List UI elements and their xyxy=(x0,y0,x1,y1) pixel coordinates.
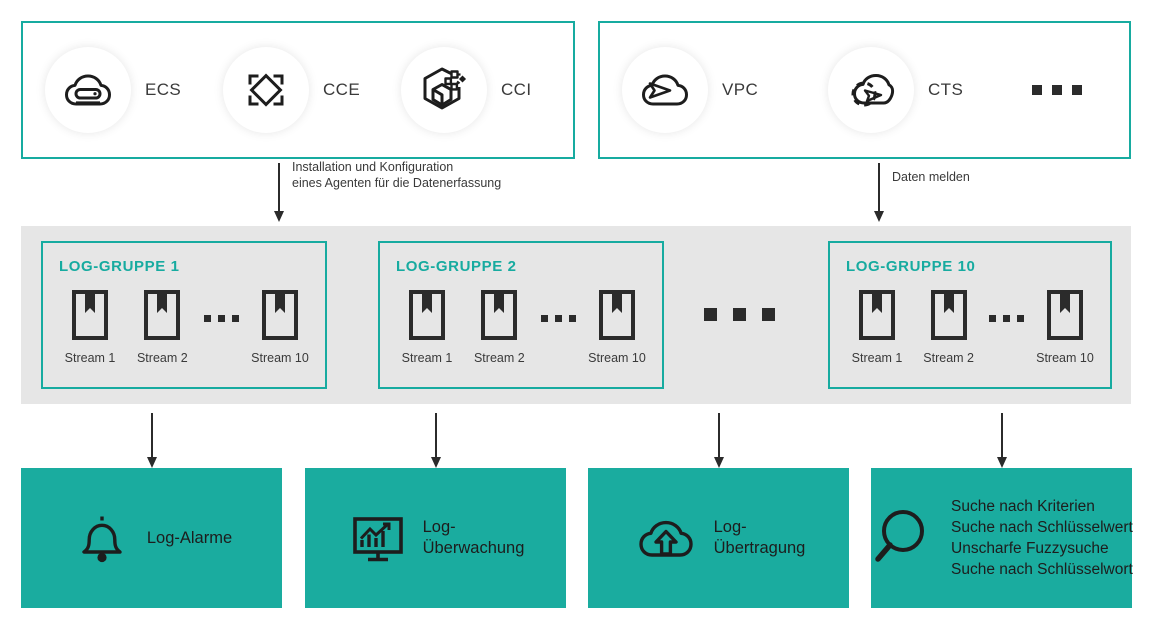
cloud-network-icon xyxy=(622,47,708,133)
log-group-10[interactable]: LOG-GRUPPE 10 Stream 1 Stream 2 xyxy=(828,241,1112,389)
feature-log-search[interactable]: Suche nach Kriterien Suche nach Schlüsse… xyxy=(871,468,1133,608)
cloud-trace-icon xyxy=(828,47,914,133)
container-engine-icon xyxy=(223,47,309,133)
log-groups-band: LOG-GRUPPE 1 Stream 1 Stream 2 xyxy=(21,226,1131,404)
feature-log-transfer[interactable]: Log- Übertragung xyxy=(588,468,849,608)
stream-ellipsis-icon xyxy=(989,289,1025,322)
search-option: Suche nach Schlüsselwort xyxy=(951,561,1133,578)
service-cce[interactable]: CCE xyxy=(223,47,360,133)
stream-item[interactable]: Stream 2 xyxy=(131,289,193,365)
log-group-2[interactable]: LOG-GRUPPE 2 Stream 1 Stream 2 xyxy=(378,241,664,389)
service-label: VPC xyxy=(722,80,759,99)
service-label: CCI xyxy=(501,80,532,99)
stream-label: Stream 10 xyxy=(1036,351,1094,365)
log-stream-icon xyxy=(72,290,108,340)
log-stream-icon xyxy=(930,290,967,340)
stream-label: Stream 1 xyxy=(851,351,903,365)
compute-services-box: ECS CCE xyxy=(21,21,575,159)
container-instance-icon xyxy=(401,47,487,133)
stream-label: Stream 10 xyxy=(251,351,309,365)
stream-item[interactable]: Stream 2 xyxy=(918,289,980,365)
service-ecs[interactable]: ECS xyxy=(45,47,181,133)
log-stream-icon xyxy=(859,290,895,340)
log-stream-icon xyxy=(598,290,635,340)
log-stream-icon xyxy=(409,290,445,340)
stream-list: Stream 1 Stream 2 Stream 10 xyxy=(846,289,1096,365)
search-option: Suche nach Kriterien xyxy=(951,498,1095,515)
stream-label: Stream 1 xyxy=(401,351,453,365)
feature-label: Log- Übertragung xyxy=(713,518,806,557)
stream-item[interactable]: Stream 2 xyxy=(468,289,530,365)
stream-item[interactable]: Stream 10 xyxy=(249,289,311,365)
stream-ellipsis-icon xyxy=(203,289,239,322)
bell-icon xyxy=(71,507,133,569)
log-stream-icon xyxy=(1046,290,1083,340)
stream-label: Stream 2 xyxy=(923,351,975,365)
magnifier-icon xyxy=(871,505,933,571)
log-group-1[interactable]: LOG-GRUPPE 1 Stream 1 Stream 2 xyxy=(41,241,327,389)
stream-label: Stream 2 xyxy=(136,351,188,365)
stream-list: Stream 1 Stream 2 Stream 10 xyxy=(59,289,311,365)
log-stream-icon xyxy=(144,290,181,340)
cloud-upload-icon xyxy=(632,507,700,569)
service-cci[interactable]: CCI xyxy=(401,47,531,133)
search-option: Unscharfe Fuzzysuche xyxy=(951,540,1109,557)
feature-log-alarms[interactable]: Log-Alarme xyxy=(21,468,282,608)
stream-label: Stream 10 xyxy=(588,351,646,365)
group-ellipsis-icon xyxy=(704,308,775,321)
feature-label: Log- Überwachung xyxy=(422,518,525,557)
report-arrow-label: Daten melden xyxy=(892,170,970,184)
stream-label: Stream 2 xyxy=(473,351,525,365)
service-vpc[interactable]: VPC xyxy=(622,47,758,133)
stream-item[interactable]: Stream 10 xyxy=(586,289,648,365)
log-group-title: LOG-GRUPPE 2 xyxy=(396,258,517,275)
stream-item[interactable]: Stream 1 xyxy=(59,289,121,365)
service-cts[interactable]: CTS xyxy=(828,47,963,133)
monitor-chart-icon xyxy=(347,507,409,569)
search-option: Suche nach Schlüsselwert xyxy=(951,519,1133,536)
feature-search-list: Suche nach Kriterien Suche nach Schlüsse… xyxy=(951,496,1133,580)
cloud-server-icon xyxy=(45,47,131,133)
stream-item[interactable]: Stream 1 xyxy=(396,289,458,365)
log-group-title: LOG-GRUPPE 1 xyxy=(59,258,180,275)
more-dots-icon xyxy=(1032,85,1082,95)
log-group-title: LOG-GRUPPE 10 xyxy=(846,258,976,275)
log-stream-icon xyxy=(481,290,518,340)
stream-item[interactable]: Stream 10 xyxy=(1034,289,1096,365)
stream-list: Stream 1 Stream 2 Stream 10 xyxy=(396,289,648,365)
stream-item[interactable]: Stream 1 xyxy=(846,289,908,365)
stream-label: Stream 1 xyxy=(64,351,116,365)
log-stream-icon xyxy=(261,290,298,340)
service-label: CCE xyxy=(323,80,361,99)
service-label: CTS xyxy=(928,80,964,99)
stream-ellipsis-icon xyxy=(540,289,576,322)
service-label: ECS xyxy=(145,80,182,99)
feature-label: Log-Alarme xyxy=(146,528,233,547)
feature-log-monitoring[interactable]: Log- Überwachung xyxy=(305,468,566,608)
cloud-services-box: VPC CTS xyxy=(598,21,1131,159)
